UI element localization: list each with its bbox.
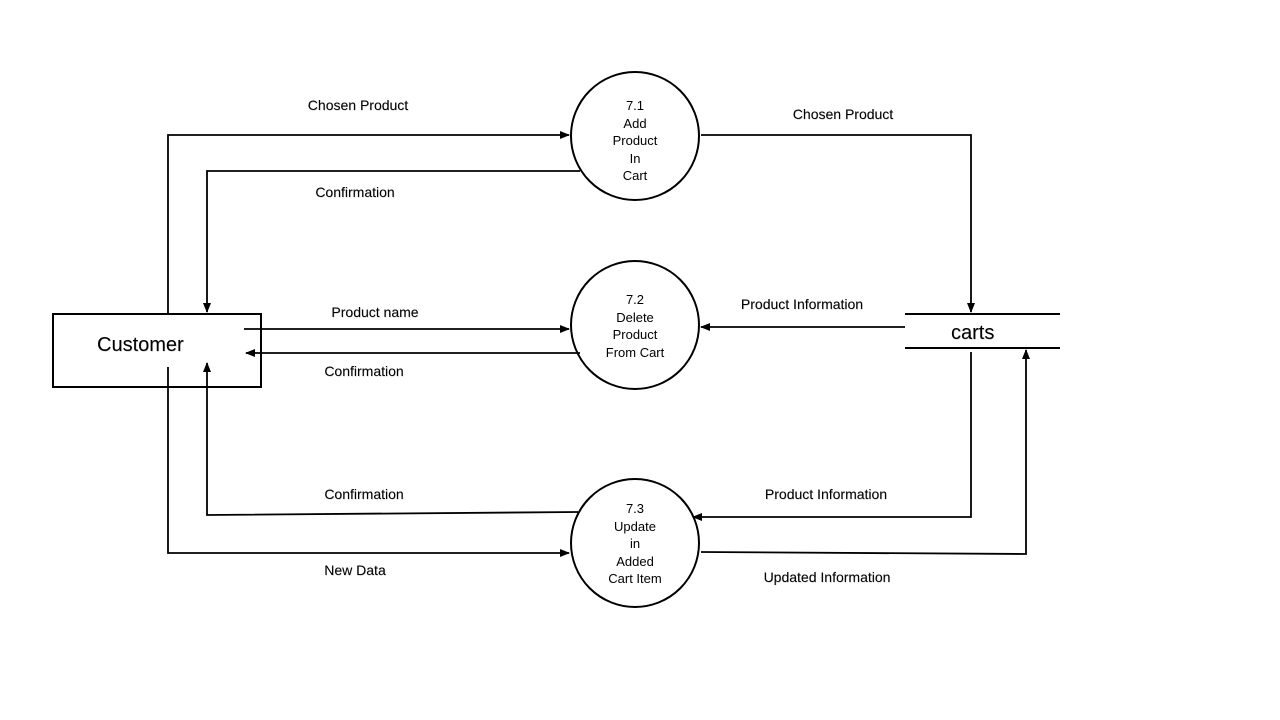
process-7-3-id: 7.3 <box>625 501 645 516</box>
process-7-1-text: 7.1 Add Product In Cart <box>570 97 700 185</box>
flow-label-confirmation-1: Confirmation <box>315 184 395 200</box>
customer-entity-label: Customer <box>97 334 184 356</box>
flow-updated-info-to-carts <box>700 349 1030 555</box>
flow-new-data-to-7-3 <box>167 367 570 557</box>
carts-datastore[interactable] <box>905 313 1060 349</box>
process-7-1-line: Add <box>623 115 647 131</box>
process-7-3-circle[interactable] <box>570 478 700 608</box>
carts-datastore-label: carts <box>951 322 995 344</box>
flow-label-product-information-2: Product Information <box>740 296 864 312</box>
flow-product-info-to-7-3 <box>692 352 972 521</box>
flow-label-product-information-3: Product Information <box>764 486 888 502</box>
process-7-1-circle[interactable] <box>570 71 700 201</box>
process-7-1-id: 7.1 <box>625 98 645 113</box>
process-7-1-line: Cart <box>622 168 648 183</box>
flow-chosen-product-to-7-1 <box>167 131 570 314</box>
flow-chosen-product-to-carts <box>701 134 975 313</box>
process-7-3-line: Added <box>616 553 654 569</box>
flow-label-confirmation-3: Confirmation <box>324 486 404 502</box>
flow-confirmation-from-7-1 <box>203 170 580 313</box>
flow-label-confirmation-2: Confirmation <box>324 363 404 379</box>
flow-label-new-data: New Data <box>324 562 386 578</box>
process-7-2-text: 7.2 Delete Product From Cart <box>570 291 700 361</box>
process-7-2-line: Product <box>612 327 658 342</box>
flow-confirmation-from-7-3 <box>203 362 579 516</box>
process-7-3-line: in <box>629 536 641 551</box>
process-7-2-line: From Cart <box>605 344 665 360</box>
process-7-2-line: Delete <box>616 309 654 325</box>
process-7-1-line: Product <box>612 133 658 148</box>
flow-label-chosen-product-out: Chosen Product <box>792 106 894 122</box>
flow-label-updated-information: Updated Information <box>763 569 891 585</box>
process-7-2-circle[interactable] <box>570 260 700 390</box>
process-7-3-line: Cart Item <box>608 571 662 586</box>
process-7-3-line: Update <box>614 518 656 534</box>
process-7-1-line: In <box>629 150 641 166</box>
customer-entity-box[interactable] <box>52 313 262 388</box>
process-7-3-text: 7.3 Update in Added Cart Item <box>570 500 700 588</box>
flow-label-chosen-product-in: Chosen Product <box>307 97 409 113</box>
flow-label-product-name: Product name <box>331 304 419 320</box>
process-7-2-id: 7.2 <box>625 292 645 307</box>
